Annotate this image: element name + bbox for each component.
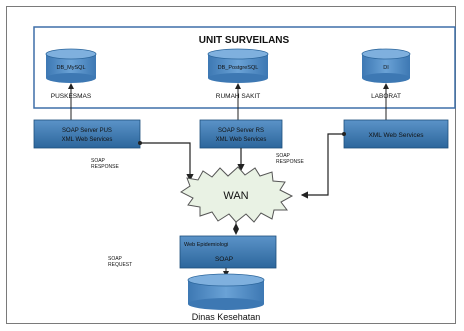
connector-pus-to-wan	[140, 142, 194, 182]
database-di-cylinder	[361, 48, 411, 83]
soap-server-pus-line2: XML Web Services	[62, 137, 113, 143]
soap-server-rs-line2: XML Web Services	[216, 137, 267, 143]
figure-frame	[6, 6, 456, 324]
dinas-kesehatan-cylinder	[187, 273, 265, 310]
soap-response-left-line2: RESPONSE	[91, 164, 119, 170]
db-postgresql-label: DB_PostgreSQL	[218, 65, 259, 71]
soap-server-pus-box	[33, 119, 141, 149]
wan-label: WAN	[223, 190, 248, 202]
soap-request-line1: SOAP	[108, 256, 123, 262]
soap-response-right-line1: SOAP	[276, 153, 291, 159]
soap-server-rs-box	[199, 119, 283, 149]
soap-request-line2: REQUEST	[108, 262, 132, 268]
unit-surveilans-title: UNIT SURVEILANS	[199, 35, 290, 46]
web-epidemiologi-box	[179, 235, 277, 269]
xml-web-services-line1: XML Web Services	[369, 132, 425, 139]
web-epidemiologi-line2: SOAP	[215, 256, 233, 263]
dinas-kesehatan-label: Dinas Kesehatan	[192, 312, 261, 322]
wan-cloud	[180, 166, 294, 223]
soap-response-left-line1: SOAP	[91, 158, 106, 164]
web-epidemiologi-line1: Web Epidemiologi	[184, 242, 228, 248]
soap-server-rs-line1: SOAP Server RS	[218, 128, 264, 134]
db-mysql-label: DB_MySQL	[56, 65, 85, 71]
db-di-label: DI	[383, 65, 389, 71]
soap-response-right-line2: RESPONSE	[276, 159, 304, 165]
connector-xml-to-wan	[300, 133, 344, 199]
soap-server-pus-line1: SOAP Server PUS	[62, 128, 112, 134]
database-mysql-cylinder	[45, 48, 97, 83]
xml-web-services-box	[343, 119, 449, 149]
database-postgresql-cylinder	[207, 48, 269, 83]
